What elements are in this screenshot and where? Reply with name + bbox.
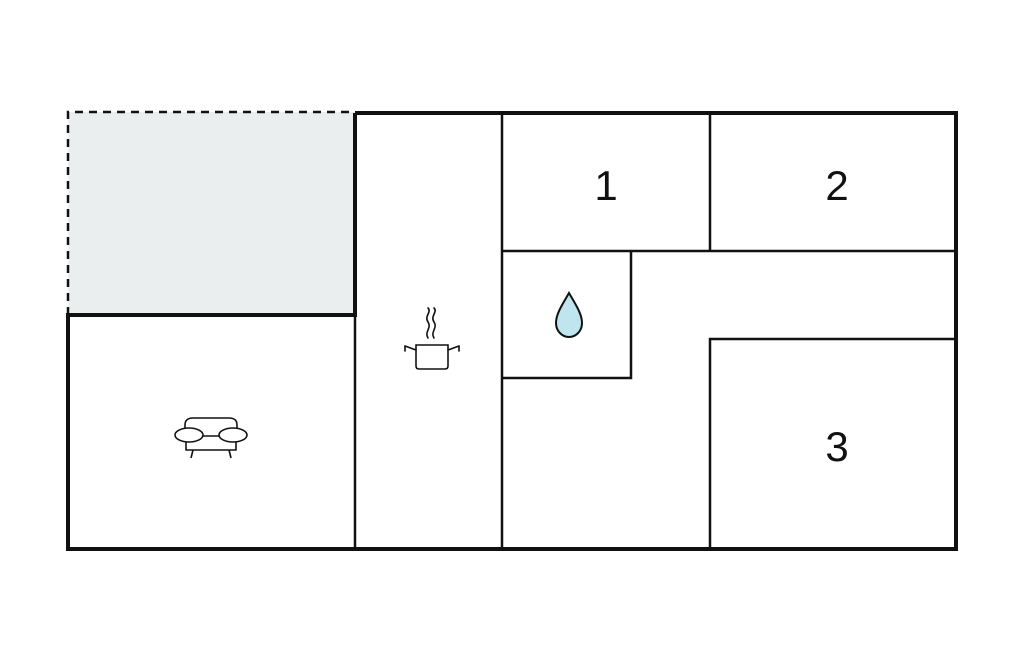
interior-walls — [353, 113, 956, 549]
cooking-pot-icon — [404, 307, 460, 370]
room-label-1: 1 — [594, 162, 617, 209]
room-label-2: 2 — [825, 162, 848, 209]
water-drop-icon — [554, 291, 584, 339]
room-label-3: 3 — [825, 423, 848, 470]
sofa-icon — [174, 417, 248, 459]
terrace-area — [66, 110, 355, 315]
